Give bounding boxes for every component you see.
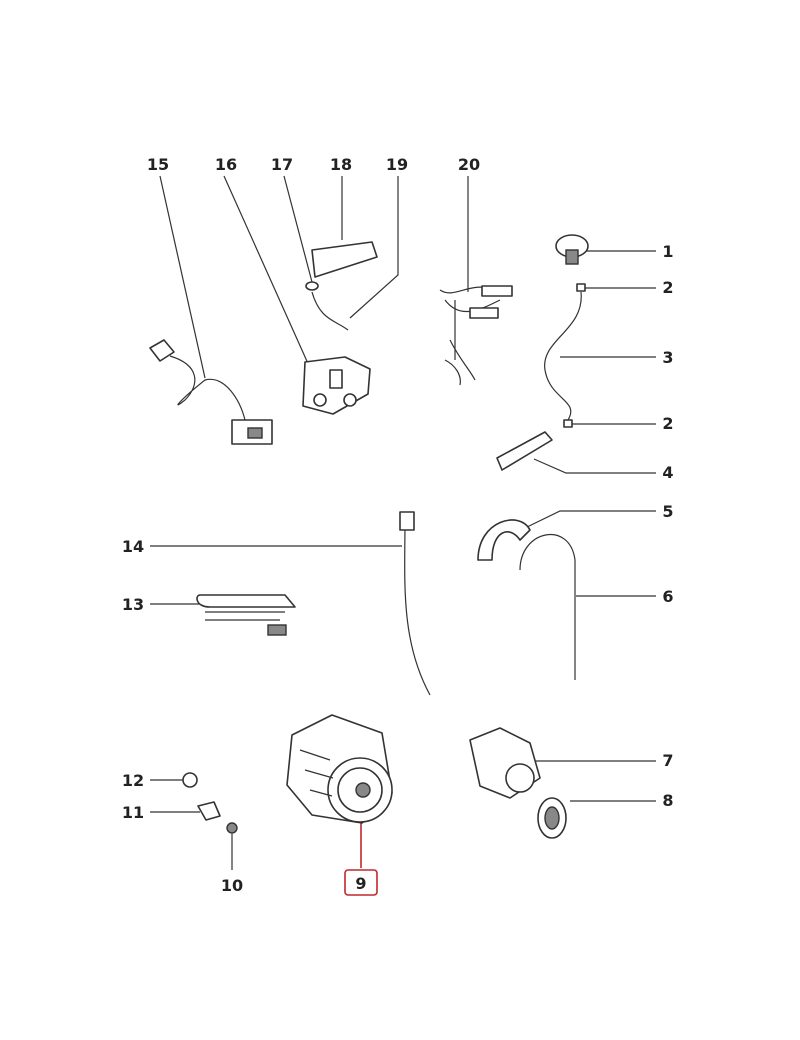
- highlight-box-9: [344, 869, 378, 896]
- callout-13: 13: [122, 595, 144, 614]
- callout-18: 18: [330, 155, 352, 174]
- part-wiring-harness: [439, 285, 513, 386]
- part-belt: [404, 519, 431, 696]
- leader-17: [283, 175, 313, 283]
- part-pressure-chamber: [496, 431, 553, 471]
- callout-10: 10: [221, 876, 243, 895]
- part-drain-pump: [469, 727, 541, 799]
- callout-12: 12: [122, 771, 144, 790]
- callout-8: 8: [662, 791, 673, 810]
- leader-19: [349, 176, 399, 319]
- part-hose: [311, 291, 349, 331]
- parts: [149, 234, 589, 839]
- callout-2b: 2: [662, 414, 673, 433]
- leader-5: [524, 510, 656, 529]
- callout-4: 4: [662, 463, 673, 482]
- callout-7: 7: [662, 751, 673, 770]
- leader-lines: [150, 175, 656, 870]
- part-screw: [226, 822, 238, 834]
- part-clip-2b: [563, 419, 573, 428]
- part-drain-hose: [519, 533, 576, 680]
- part-bracket: [197, 801, 221, 821]
- part-power-cord: [149, 339, 273, 445]
- callout-11: 11: [122, 803, 144, 822]
- part-pump-filter: [537, 797, 567, 839]
- part-dispenser-hose-assembly: [311, 241, 378, 278]
- callout-3: 3: [662, 348, 673, 367]
- callout-20: 20: [458, 155, 480, 174]
- leader-4: [533, 458, 656, 474]
- part-motor: [286, 714, 393, 824]
- part-nut: [182, 772, 198, 788]
- part-pressure-tube: [544, 291, 582, 421]
- callout-6: 6: [662, 587, 673, 606]
- callout-9: 9: [355, 874, 366, 893]
- callout-15: 15: [147, 155, 169, 174]
- callout-17: 17: [271, 155, 293, 174]
- callout-1: 1: [662, 242, 673, 261]
- callout-labels: 15 16 17 18 19 20 1 2 3 2 4 5 6 14 13 7 …: [122, 155, 674, 896]
- leader-15: [159, 175, 206, 379]
- part-clip-2a: [576, 283, 586, 292]
- part-pressure-switch: [555, 234, 589, 265]
- callout-2a: 2: [662, 278, 673, 297]
- leader-16: [223, 175, 311, 369]
- part-hose-guide: [477, 519, 531, 561]
- part-inlet-valve: [302, 356, 371, 415]
- callout-16: 16: [215, 155, 237, 174]
- part-heating-element: [196, 594, 296, 636]
- callout-19: 19: [386, 155, 408, 174]
- callout-5: 5: [662, 502, 673, 521]
- part-clamp: [305, 281, 319, 291]
- callout-14: 14: [122, 537, 144, 556]
